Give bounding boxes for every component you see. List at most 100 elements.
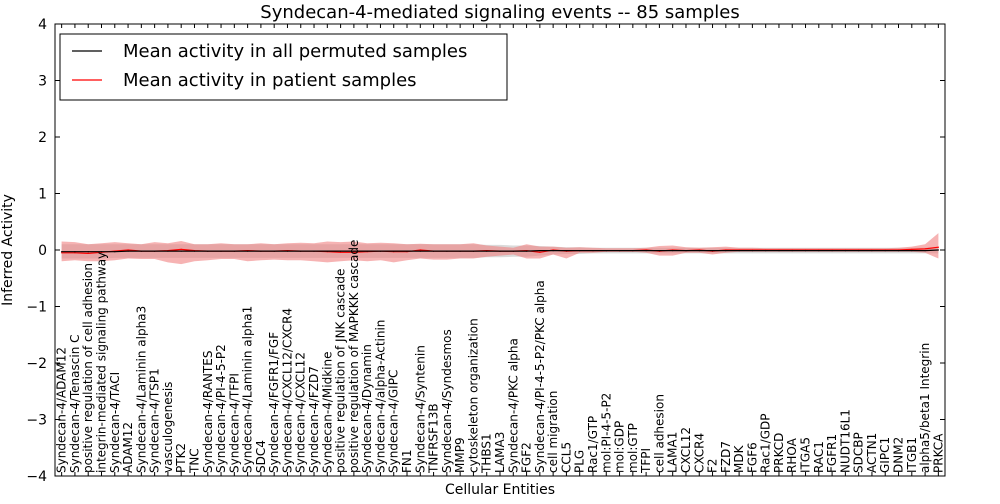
x-axis-label: Cellular Entities (445, 482, 555, 498)
x-tick-label: Rac1/GTP (586, 416, 600, 473)
x-tick-label: RAC1 (812, 441, 826, 473)
patient-point (419, 249, 421, 251)
x-tick-label: mol:GTP (626, 423, 640, 473)
patient-point (180, 248, 182, 250)
permuted-point (858, 250, 860, 252)
permuted-point (87, 251, 89, 253)
x-tick-label: cell adhesion (652, 394, 666, 473)
x-tick-label: FGF6 (745, 442, 759, 473)
permuted-point (233, 250, 235, 252)
permuted-point (472, 250, 474, 252)
permuted-point (911, 250, 913, 252)
x-tick-label: NUDT16L1 (838, 409, 852, 473)
x-tick-label: FN1 (400, 449, 414, 473)
permuted-point (419, 250, 421, 252)
permuted-point (738, 250, 740, 252)
y-tick-label: −4 (26, 469, 47, 485)
x-tick-label: Syndecan-4/Dynamin (360, 344, 374, 473)
permuted-point (526, 250, 528, 252)
permuted-point (207, 250, 209, 252)
permuted-point (300, 250, 302, 252)
permuted-point (685, 250, 687, 252)
x-tick-label: GIPC1 (878, 437, 892, 473)
permuted-point (605, 250, 607, 252)
x-tick-label: MMP9 (453, 437, 467, 473)
permuted-point (313, 250, 315, 252)
x-tick-label: RHOA (785, 437, 799, 473)
x-tick-label: Syndecan-4/FZD7 (307, 366, 321, 473)
x-tick-label: ITGB1 (905, 437, 919, 473)
permuted-point (831, 250, 833, 252)
x-tick-label: mol:PI-4-5-P2 (599, 393, 613, 473)
patient-point (127, 249, 129, 251)
x-tick-label: cell migration (546, 391, 560, 473)
permuted-point (154, 250, 156, 252)
permuted-point (486, 250, 488, 252)
permuted-point (180, 250, 182, 252)
permuted-point (459, 250, 461, 252)
x-tick-label: integrin-mediated signaling pathway (95, 252, 109, 473)
permuted-point (140, 250, 142, 252)
x-tick-label: F2 (706, 458, 720, 473)
permuted-point (897, 250, 900, 252)
permuted-point (844, 250, 847, 252)
x-tick-label: PRKCA (931, 433, 945, 473)
permuted-point (100, 251, 103, 253)
y-tick-label: −1 (26, 300, 47, 316)
permuted-point (619, 250, 621, 252)
x-tick-label: Syndecan-4/FGFR1/FGF (267, 332, 281, 473)
x-tick-label: PRKCD (772, 433, 786, 473)
permuted-point (725, 250, 727, 252)
x-tick-label: Syndecan-4/ADAM12 (55, 347, 69, 473)
patient-point (911, 248, 913, 250)
permuted-point (340, 250, 342, 252)
permuted-point (791, 250, 793, 252)
series-lines (61, 246, 940, 255)
permuted-point (193, 250, 196, 252)
x-tick-label: LAMA3 (493, 432, 507, 473)
patient-point (340, 251, 342, 253)
x-tick-label: CCL5 (559, 442, 573, 473)
x-tick-label: Syndecan-4/Laminin alpha1 (241, 306, 255, 473)
x-tick-label: FZD7 (719, 441, 733, 473)
permuted-point (446, 250, 448, 252)
y-tick-label: 1 (38, 187, 47, 203)
patient-point (87, 252, 89, 254)
x-tick-label: Syndecan-4/Syntenin (413, 345, 427, 473)
x-tick-label: Syndecan-4/CXCL12 (294, 352, 308, 473)
x-tick-label: positive regulation of MAPKKK cascade (347, 240, 361, 473)
patient-confidence-band (61, 233, 939, 265)
legend-label-permuted: Mean activity in all permuted samples (123, 41, 467, 62)
permuted-point (74, 251, 76, 253)
permuted-point (565, 250, 568, 252)
permuted-point (366, 250, 368, 252)
permuted-point (539, 250, 541, 252)
patient-point (61, 252, 63, 254)
x-tick-label: Syndecan-4/TFPI (227, 373, 241, 473)
x-tick-label: PLG (573, 450, 587, 473)
permuted-point (286, 250, 289, 252)
permuted-point (884, 250, 886, 252)
permuted-point (499, 250, 501, 252)
x-tick-label: MDK (732, 444, 746, 473)
y-tick-label: 3 (38, 74, 47, 90)
x-tick-label: PTK2 (174, 443, 188, 473)
permuted-point (433, 250, 435, 252)
x-tick-label: Syndecan-4/PI-4-5-P2 (214, 344, 228, 473)
permuted-point (698, 250, 700, 252)
permuted-point (114, 251, 116, 253)
legend: Mean activity in all permuted samples Me… (59, 33, 508, 101)
permuted-point (818, 250, 820, 252)
patient-point (74, 252, 76, 254)
permuted-point (672, 250, 674, 252)
x-tick-label: FGFR1 (825, 434, 839, 473)
x-tick-label: LAMA1 (666, 432, 680, 473)
permuted-point (552, 250, 554, 252)
x-tick-label: FGF2 (520, 442, 534, 473)
y-tick-label: −3 (26, 413, 47, 429)
x-tick-label: Syndecan-4/Laminin alpha3 (134, 306, 148, 473)
x-tick-label: ITGA5 (799, 437, 813, 473)
permuted-point (711, 250, 714, 252)
